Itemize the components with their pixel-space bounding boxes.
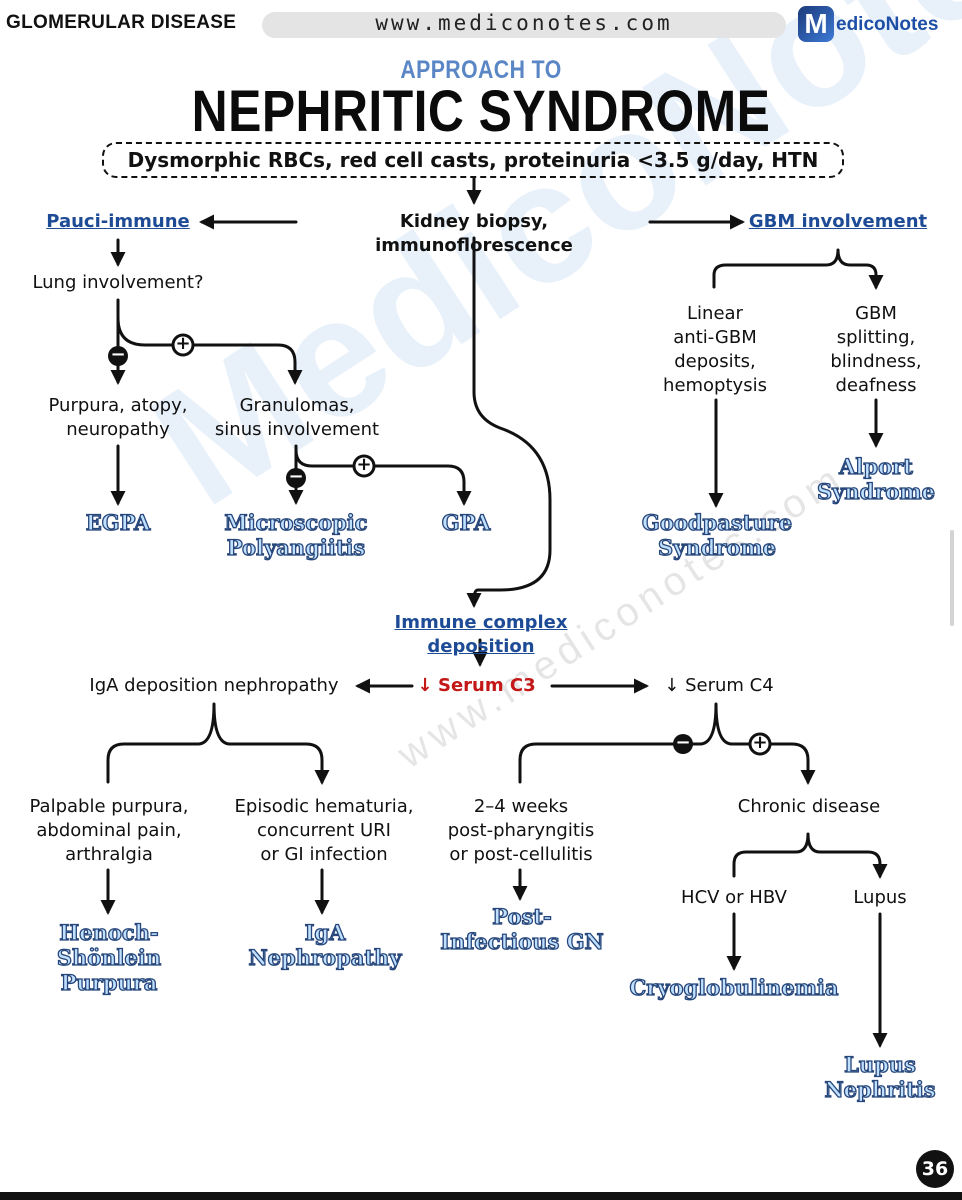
dx-henoch-schonlein-purpura: Henoch- Shönlein Purpura — [56, 919, 162, 995]
line-gran-plus — [294, 448, 472, 506]
linear-anti-gbm-node: Linear anti-GBM deposits, hemoptysis — [663, 303, 767, 396]
purpura-atopy-node: Purpura, atopy, neuropathy — [48, 395, 188, 440]
scrollbar[interactable] — [950, 530, 954, 626]
dx-cryoglobulinemia: Cryoglobulinemia — [629, 974, 839, 1000]
serum-c4-node: ↓ Serum C4 — [664, 675, 774, 696]
c3-down-arrow: ↓ — [417, 675, 433, 696]
episodic-hematuria-node: Episodic hematuria, concurrent URI or GI… — [234, 796, 414, 865]
brace-c4 — [518, 702, 816, 785]
page-number: 36 — [916, 1150, 954, 1188]
sign-badges — [108, 333, 772, 756]
minus-sign-granulomas: − — [288, 466, 304, 487]
immune-complex-link[interactable]: Immune complex deposition — [394, 612, 568, 657]
gbm-splitting-node: GBM splitting, blindness, deafness — [830, 303, 922, 396]
line-lung-plus — [116, 316, 303, 385]
page-title: NEPHRITIC SYNDROME — [191, 79, 771, 144]
line-biopsy-immune — [466, 236, 552, 608]
palpable-purpura-node: Palpable purpura, abdominal pain, arthra… — [29, 796, 189, 865]
url-bar — [262, 12, 786, 38]
chronic-disease-node: Chronic disease — [737, 796, 881, 817]
bottom-bar — [0, 1192, 962, 1200]
lupus-node: Lupus — [853, 887, 907, 908]
brace-gbm — [712, 248, 884, 290]
title-small: APPROACH TO — [400, 56, 562, 84]
logo-icon — [798, 6, 834, 42]
plus-sign-lung: + — [175, 333, 191, 354]
hcv-hbv-node: HCV or HBV — [681, 887, 787, 908]
logo-text: edicoNotes — [836, 14, 939, 35]
serum-c3-node: Serum C3 — [438, 675, 536, 696]
post-pharyngitis-node: 2–4 weeks post-pharyngitis or post-cellu… — [447, 796, 595, 865]
plus-sign-c4: + — [752, 732, 768, 753]
brace-iga — [106, 702, 330, 785]
dx-post-infectious-gn: Post- Infectious GN — [440, 903, 605, 954]
gbm-involvement-link[interactable]: GBM involvement — [748, 211, 928, 232]
section-title: GLOMERULAR DISEASE — [6, 12, 237, 33]
minus-sign-lung: − — [110, 344, 126, 365]
dx-lupus-nephritis: Lupus Nephritis — [824, 1051, 936, 1102]
iga-deposition-node: IgA deposition nephropathy — [89, 675, 339, 696]
brace-chronic — [732, 832, 888, 879]
dx-alport-syndrome: Alport Syndrome — [816, 453, 935, 504]
dx-egpa: EGPA — [85, 509, 151, 535]
dx-microscopic-polyangiitis: Microscopic Polyangiitis — [224, 509, 368, 560]
dx-goodpasture-syndrome: Goodpasture Syndrome — [641, 509, 793, 560]
url-text[interactable]: www.mediconotes.com — [375, 11, 673, 35]
dx-iga-nephropathy: IgA Nephropathy — [248, 919, 402, 970]
logo-letter: M — [804, 8, 828, 39]
dx-gpa: GPA — [441, 509, 491, 535]
lung-involvement-node: Lung involvement? — [32, 272, 204, 293]
minus-sign-c4: − — [675, 732, 691, 753]
granulomas-node: Granulomas, sinus involvement — [214, 395, 380, 440]
biopsy-node: Kidney biopsy, immunoflorescence — [375, 211, 573, 256]
plus-sign-granulomas: + — [356, 454, 372, 475]
pauci-immune-link[interactable]: Pauci-immune — [46, 211, 190, 232]
